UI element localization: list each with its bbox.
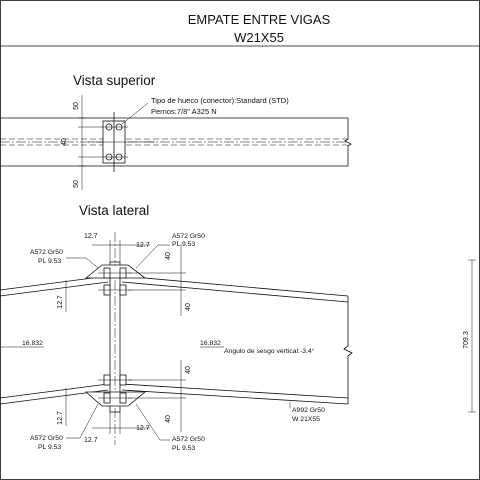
plate-bot-right-plate: PL 9.53 [172,445,195,452]
bot-dim-12-7-left: 12.7 [84,437,98,444]
top-flange-plate [84,264,147,279]
beam-grade: A992 Gr50 [292,407,325,414]
top-view-heading: Vista superior [73,73,156,88]
top-note-bolts: Pernos:7/8" A325 N [151,107,217,116]
right-beam-bot-flange-outer [121,389,349,405]
plate-bot-left-grade: A572 Gr50 [30,435,63,442]
dim-40-a: 40 [165,252,172,260]
right-beam-bot-flange-inner [121,383,349,399]
bot-dim-12-7-right: 12.7 [136,425,150,432]
flange-dim-top: 12.7 [57,295,64,309]
right-beam-top-flange-outer [121,275,349,297]
plate-top-right-plate: PL 9.53 [172,241,195,248]
section-depth: 709.3 [463,331,470,349]
leader-plate-bot-right [135,403,170,441]
plate-bot-right-grade: A572 Gr50 [172,436,205,443]
section-view: 709.3 [463,259,476,413]
bottom-flange-plate [84,391,147,407]
leader-plate-top-left [66,257,99,269]
top-view: Vista superior Tipo de hueco (conector):… [0,73,352,190]
left-beam-top-flange-inner [0,281,109,297]
plate-top-left-grade: A572 Gr50 [30,249,63,256]
title-line-2: W21X55 [234,30,284,45]
leader-plate-top-right [135,244,170,269]
left-beam-bot-flange-inner [0,383,109,399]
plate-bot-left-plate: PL 9.53 [38,444,61,451]
top-note-hole-type: Tipo de hueco (conector):Standard (STD) [151,96,289,105]
dim-40-d: 40 [165,415,172,423]
dim-40-b: 40 [185,303,192,311]
right-beam-top-flange-inner [121,281,349,303]
top-dim-40: 40 [61,138,68,146]
title-line-1: EMPATE ENTRE VIGAS [188,12,331,27]
top-note-leader [121,102,149,125]
plate-top-left-plate: PL 9.53 [38,258,61,265]
side-view: Vista lateral [0,203,353,452]
top-dim-50-lower: 50 [73,180,80,188]
dim-40-c: 40 [185,366,192,374]
flange-dim-bot: 12.7 [57,411,64,425]
side-view-heading: Vista lateral [79,203,149,218]
plate-top-right-grade: A572 Gr50 [172,233,205,240]
top-beam-break [344,118,352,166]
beam-section: W 21X55 [292,416,320,423]
elev-right: 16.832 [200,340,221,347]
skew-angle-label: Angulo de sesgo vertical:-3.4° [224,347,315,355]
elev-left: 16.832 [22,340,43,347]
top-dim-50-upper: 50 [73,102,80,110]
leader-plate-bot-left [66,403,99,439]
right-beam-break [343,296,353,404]
top-dim-12-7-left: 12.7 [84,233,98,240]
top-dim-12-7-right: 12.7 [136,242,150,249]
